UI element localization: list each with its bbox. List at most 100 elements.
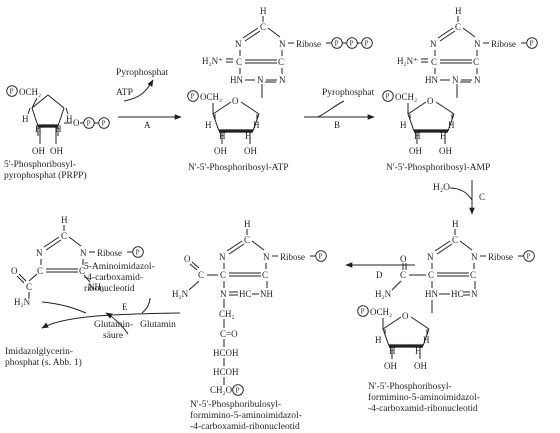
oh-label: OH [214, 146, 227, 156]
phosphate-icon: P [98, 117, 110, 129]
nh2-plus-label: H₂N⁺ [202, 56, 223, 66]
phosphate-icon: P [6, 85, 18, 97]
phosphate-icon: P [382, 90, 394, 102]
n-label: N [279, 39, 286, 49]
phosphate-label: P [527, 253, 531, 261]
n-label: N [471, 289, 478, 299]
nh-label: NH [260, 289, 273, 299]
ch2-label: CH₂ [219, 309, 235, 319]
c-label: C [26, 282, 32, 292]
n-label: N [427, 252, 434, 262]
step-e-label: E [122, 302, 128, 312]
c-label: C [260, 22, 266, 32]
phosphate-label: P [530, 40, 534, 48]
c-label: C [278, 57, 284, 67]
aicar-name-line1: 5-Aminoimidazol- [84, 262, 155, 272]
step-d-arrow: D [345, 262, 415, 280]
aicar-name-line2: -4-carboxamid- [84, 273, 143, 283]
h-label: H [35, 124, 42, 134]
h-label: H [245, 131, 252, 141]
oh-label: OH [439, 146, 452, 156]
step-a-out: Pyrophosphat [116, 68, 169, 78]
step-e-arrow: E Glutamin Glutamin- säure [41, 297, 181, 341]
n-label: N [219, 252, 226, 262]
ring-open-name-line3: -4-carboxamid-ribonucleotid [368, 404, 478, 414]
o-label: O [11, 266, 18, 276]
pr-amp-structure: H C N N Ribose P C C H₂N⁺ HN N N [382, 6, 538, 156]
nh2-plus-label: H₂N⁺ [397, 56, 418, 66]
n-label: N [36, 248, 43, 258]
c-label: C [470, 270, 476, 280]
c-label: C [220, 270, 226, 280]
phosphate-icon: P [187, 90, 199, 102]
hn-label: HN [230, 75, 243, 85]
och2-label: OCH₂ [395, 92, 417, 102]
phosphate-label: P [136, 249, 140, 257]
oh-label: OH [384, 361, 397, 371]
phosphate-label: P [191, 93, 195, 101]
h-label: H [423, 335, 430, 345]
c-label: C [455, 22, 461, 32]
prpp-name-line1: 5'-Phosphoribosyl- [4, 160, 76, 170]
ribulosyl-name-line1: N'-5'-Phosphoribulosyl- [190, 400, 281, 410]
hcoh-label: HCOH [213, 348, 239, 358]
h-label: H [455, 6, 462, 16]
phosphate-label: P [386, 93, 390, 101]
c-label: C [452, 235, 458, 245]
ribulosyl-name-line3: -4-carboxamid-ribonucleotid [190, 422, 300, 432]
c-label: C [473, 57, 479, 67]
step-a-label: A [144, 120, 151, 130]
phosphate-label: P [236, 387, 240, 395]
och2-label: OCH₂ [19, 87, 41, 97]
step-b-out: Pyrophosphat [322, 88, 375, 98]
step-b-label: B [334, 120, 340, 130]
phosphate-label: P [361, 308, 365, 316]
och2-label: OCH₂ [200, 92, 222, 102]
phosphate-label: P [319, 253, 323, 261]
igp-name-line1: Imidazolglycerin- [5, 347, 73, 357]
pr-atp-structure: H C N N Ribose P P P C C H₂N⁺ [187, 6, 373, 156]
ring-open-ribosyl-structure: H C N N Ribose P C C C O H₂N HN HC N [357, 219, 535, 371]
n-label: N [474, 39, 481, 49]
o-label: O [400, 254, 407, 264]
h-label: H [415, 346, 422, 356]
phosphate-icon: P [526, 37, 538, 49]
h-label: H [244, 219, 251, 229]
h-label: H [414, 131, 421, 141]
step-d-label: D [376, 270, 383, 280]
hc-label: HC [451, 289, 464, 299]
pr-atp-name: N'-5'-Phosphoribosyl-ATP [188, 163, 289, 173]
step-a-arrow: ATP Pyrophosphat A [116, 68, 182, 130]
step-c-arrow: H₂O C [433, 180, 485, 215]
c-label: C [428, 270, 434, 280]
ribose-label: Ribose [280, 252, 305, 262]
phosphate-label: P [102, 120, 106, 128]
n-label: N [471, 252, 478, 262]
phosphate-icon: P [83, 117, 95, 129]
c-label: C [79, 266, 85, 276]
c-label: C [400, 270, 406, 280]
ribose-label: Ribose [97, 248, 122, 258]
n-label: N [235, 39, 242, 49]
h-label: H [219, 131, 226, 141]
step-c-in: H₂O [433, 183, 450, 193]
h2n-label: H₂N [14, 297, 31, 307]
phosphate-label: P [10, 88, 14, 96]
oh-label: OH [409, 146, 422, 156]
n-label: N [80, 248, 87, 258]
phosphate-icon: P [315, 250, 327, 262]
phosphate-label: P [350, 40, 354, 48]
h-label: H [55, 124, 62, 134]
c-label: C [431, 57, 437, 67]
ribose-label: Ribose [296, 39, 321, 49]
ribulosyl-name-line2: formimino-5-aminoimidazol- [190, 410, 302, 421]
o-label: O [184, 254, 191, 264]
hn-label: HN [425, 75, 438, 85]
phosphate-icon: P [523, 250, 535, 262]
h-label: H [61, 215, 68, 225]
phosphate-icon: P [232, 384, 244, 396]
phosphate-label: P [335, 40, 339, 48]
n-label: N [279, 75, 286, 85]
n-label: N [474, 75, 481, 85]
